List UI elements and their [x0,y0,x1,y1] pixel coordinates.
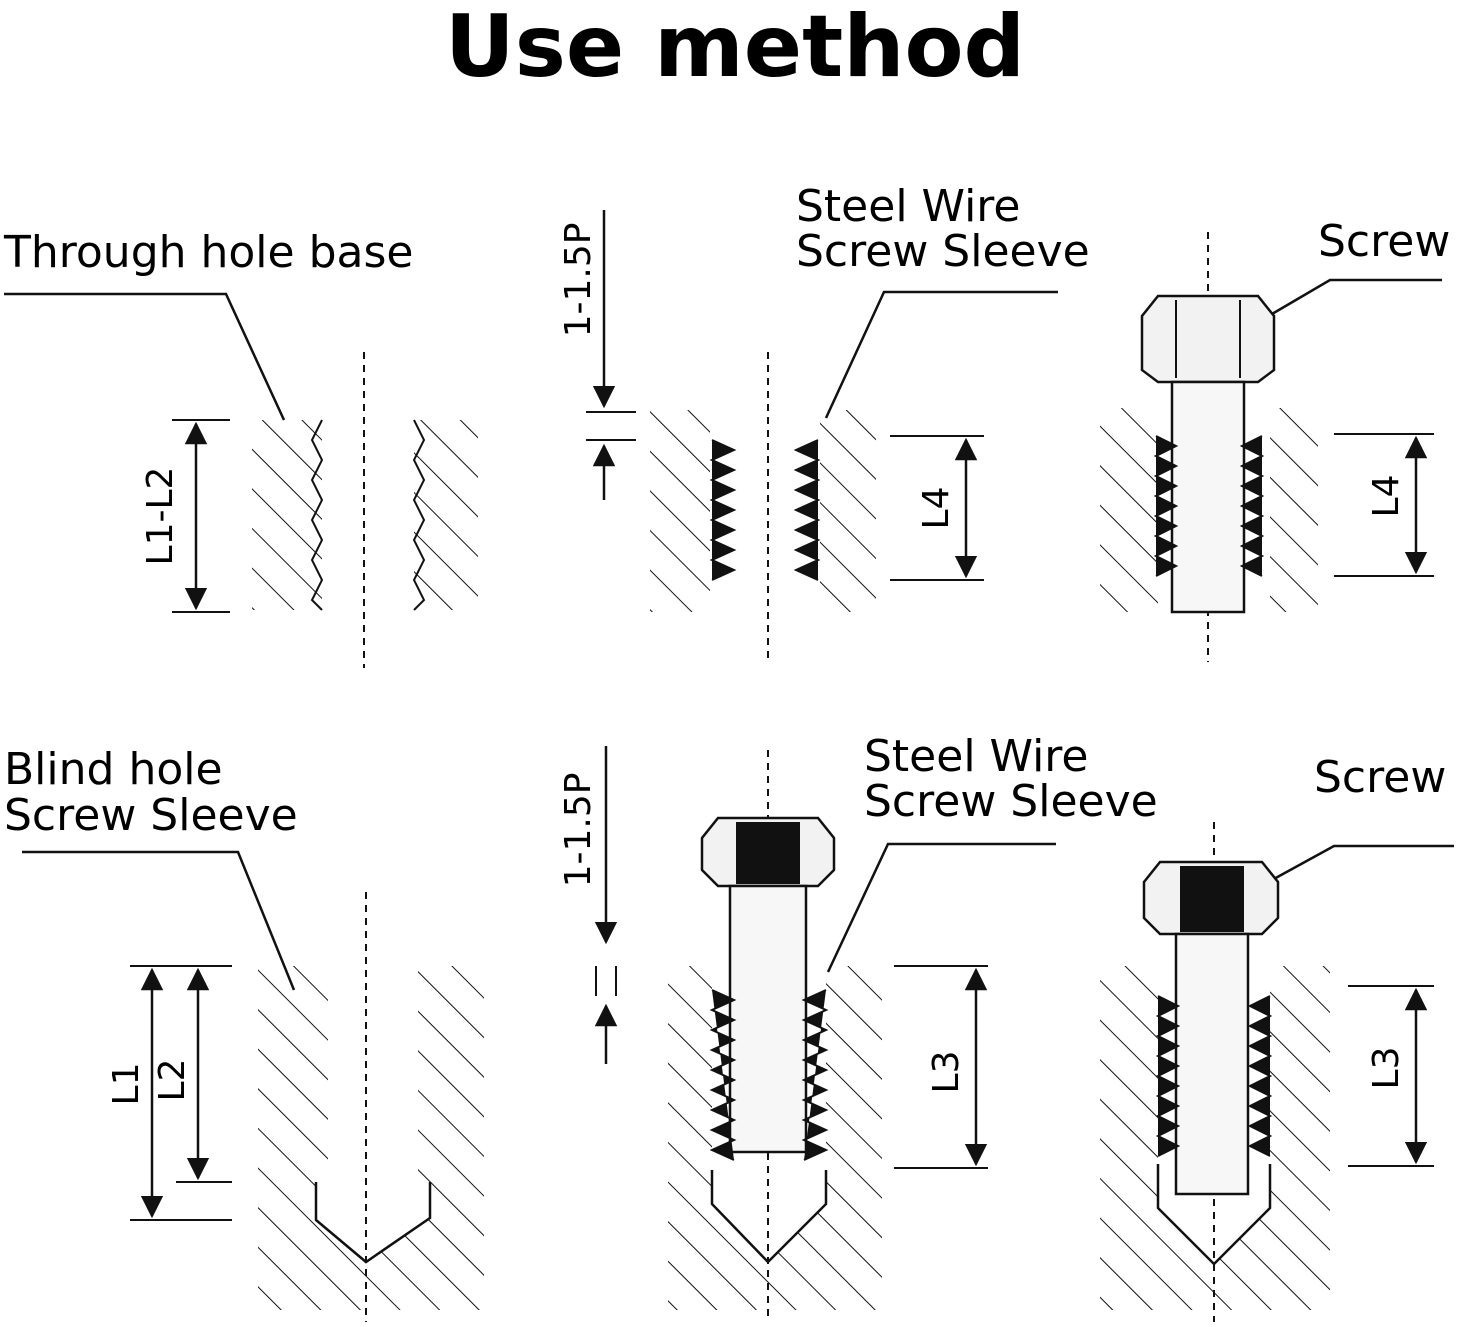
dim-l1-label: L1 [106,1063,147,1106]
leader-line [22,850,296,991]
screw-label: Screw [1314,752,1446,803]
hatched-wall-right [1270,408,1318,612]
hex-head-dark-face [736,822,800,884]
hex-head-dark-face [1180,866,1244,932]
screw-blind-panel: Screw L3 [1100,752,1454,1322]
screw-shank [728,884,808,1154]
hatched-wall-right [418,966,484,1182]
hatched-base [258,1182,484,1310]
hatched-wall-left [650,410,710,612]
dim-l4-label: L4 [916,487,957,530]
dim-l2-label: L2 [152,1059,193,1102]
leader-line [826,842,1056,973]
hatched-wall-right [826,966,882,1170]
screw-label: Screw [1318,216,1450,267]
wire-coil-right [1247,995,1273,1157]
through-hole-label: Through hole base [3,227,413,278]
blind-hole-panel: Blind hole Screw Sleeve L1 L2 [4,744,484,1322]
hatched-wall-right [820,410,876,612]
drill-point-profile [710,1170,828,1264]
sleeve-blind-panel: 1-1.5P Steel Wire Screw Sleeve L3 [558,731,1158,1322]
wire-coil-left [709,439,737,581]
hatched-wall-left [1100,966,1158,1164]
screw-shank [1174,932,1250,1196]
leader-line [4,292,286,421]
hatched-wall-left [1100,408,1158,612]
blind-label-line2: Screw Sleeve [4,790,298,841]
wire-coil-left [1155,995,1181,1157]
hatched-wall-right [414,420,478,610]
dim-l1-l2-label: L1-L2 [140,467,181,566]
thread-profile [412,419,426,611]
sleeve-label-line2: Screw Sleeve [864,776,1158,827]
wire-coil-left [709,989,737,1161]
sleeve-label-line1: Steel Wire [864,731,1089,782]
dim-l4-right-label: L4 [1366,475,1407,518]
drill-point-profile [314,1182,432,1264]
leader-line [1271,844,1454,882]
dim-l3-right-label: L3 [1366,1047,1407,1090]
hex-head-icon [1140,294,1276,384]
thread-profile [310,419,324,611]
wire-coil-right [793,439,821,581]
hatched-wall-left [668,966,712,1170]
leader-line [824,290,1058,419]
wire-coil-right [801,989,829,1161]
blind-label-line1: Blind hole [4,744,223,795]
wire-coil-right [1239,435,1265,577]
leader-line [1271,278,1442,316]
sleeve-label-line1: Steel Wire [796,181,1021,232]
hatched-wall-left [258,966,328,1182]
dim-l3-label: L3 [926,1051,967,1094]
through-hole-base-panel: Through hole base L1-L2 [3,227,478,668]
wire-coil-left [1153,435,1179,577]
dim-pitch-label: 1-1.5P [558,773,599,888]
hatched-wall-right [1270,966,1330,1164]
drill-point-profile [1156,1164,1272,1266]
hatched-base [668,1170,882,1310]
hatched-wall-left [252,420,322,610]
dim-pitch-label: 1-1.5P [558,223,599,338]
sleeve-inserted-panel: 1-1.5P Steel Wire Screw Sleeve L4 [558,181,1090,664]
page-title: Use method [445,0,1025,97]
screw-through-panel: Screw L4 [1100,216,1450,662]
screw-shank [1170,380,1246,614]
sleeve-label-line2: Screw Sleeve [796,226,1090,277]
